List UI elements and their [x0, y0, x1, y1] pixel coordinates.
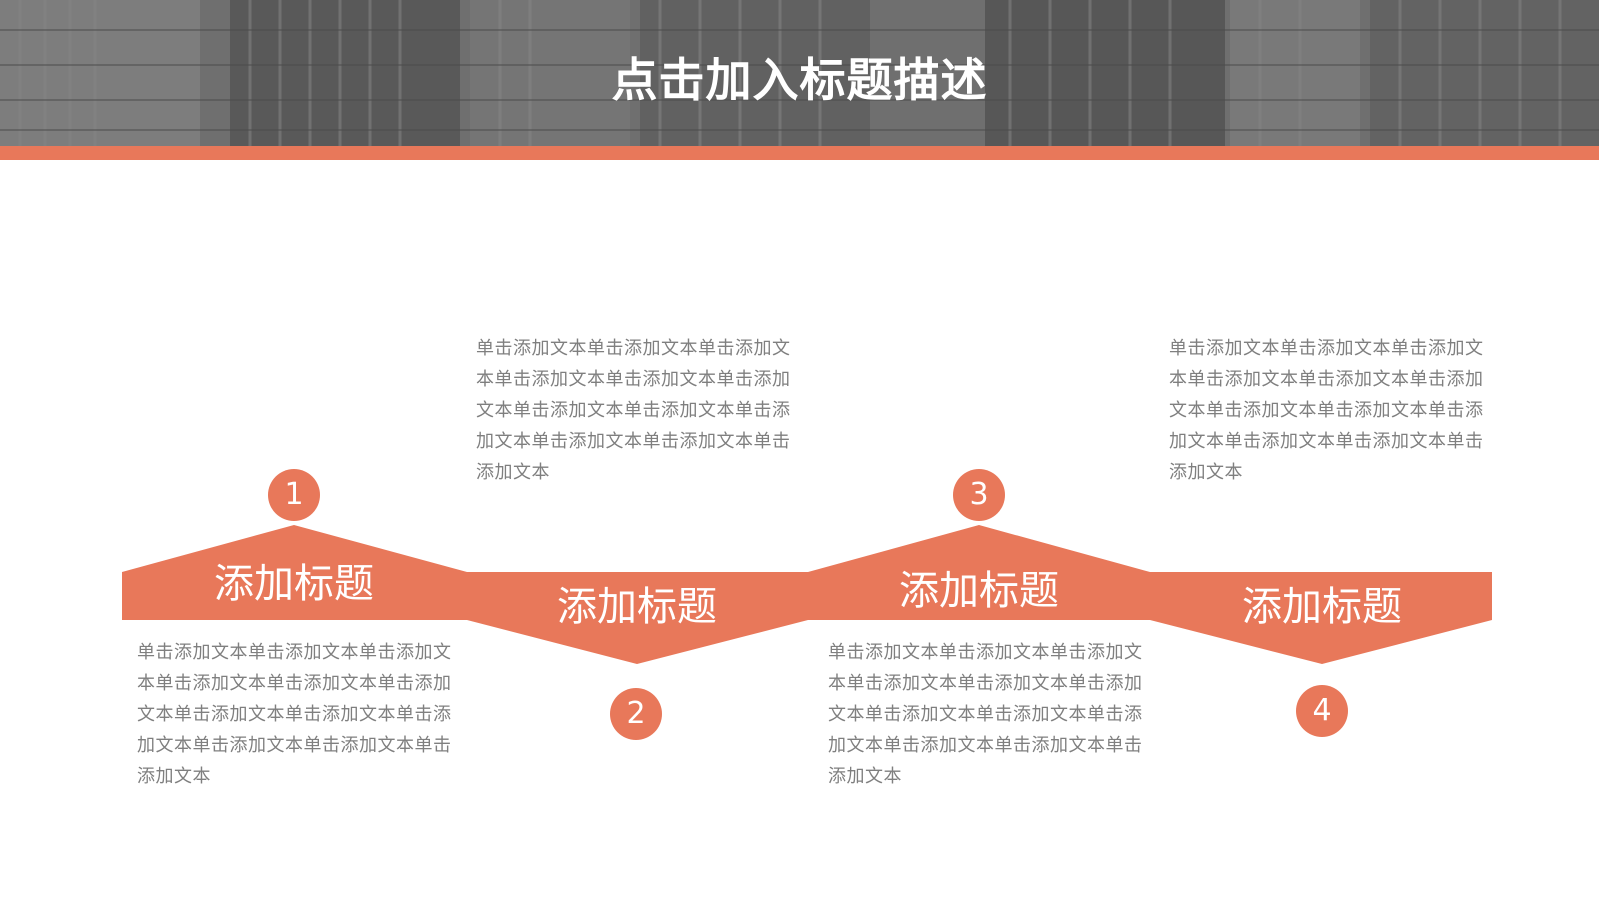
- header-banner: 点击加入标题描述: [0, 0, 1599, 146]
- step-3-number-badge: 3: [953, 469, 1005, 521]
- ribbon-segment-4: [1150, 572, 1492, 664]
- step-1-number-badge: 1: [268, 469, 320, 521]
- page-title: 点击加入标题描述: [611, 53, 988, 107]
- accent-divider: [0, 146, 1599, 160]
- building-photo-background: [0, 0, 1599, 146]
- step-3-description: 单击添加文本单击添加文本单击添加文本单击添加文本单击添加文本单击添加文本单击添加…: [828, 642, 1143, 787]
- ribbon-segment-3: [808, 525, 1150, 620]
- step-2-title: 添加标题: [557, 584, 717, 630]
- step-4-description: 单击添加文本单击添加文本单击添加文本单击添加文本单击添加文本单击添加文本单击添加…: [1169, 338, 1484, 483]
- step-2-number-badge: 2: [610, 688, 662, 740]
- ribbon-segment-1: [122, 525, 467, 620]
- step-2-description: 单击添加文本单击添加文本单击添加文本单击添加文本单击添加文本单击添加文本单击添加…: [476, 338, 791, 483]
- step-4-number-badge: 4: [1296, 685, 1348, 737]
- ribbon-segment-2: [467, 572, 808, 664]
- step-4-title: 添加标题: [1242, 584, 1402, 630]
- step-3-title: 添加标题: [899, 568, 1059, 614]
- step-1-description: 单击添加文本单击添加文本单击添加文本单击添加文本单击添加文本单击添加文本单击添加…: [137, 642, 452, 787]
- step-1-title: 添加标题: [214, 561, 374, 607]
